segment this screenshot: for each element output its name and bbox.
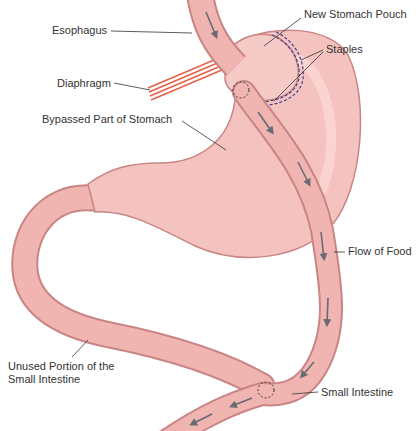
esophagus [200,0,236,66]
part-label: New Stomach Pouch [304,8,407,21]
part-label: Unused Portion of the Small Intestine [8,360,128,386]
part-label: Staples [326,43,363,56]
part-label: Flow of Food [348,245,412,258]
part-label: Bypassed Part of Stomach [42,113,172,126]
flow-arrows [192,12,328,424]
roux-limb [160,92,331,431]
esophagus-outline [200,0,236,66]
part-label: Small Intestine [321,386,393,399]
anastomosis-mark [258,382,274,398]
roux-limb-outline [160,92,331,431]
anastomosis-mark [233,82,249,98]
part-label: Diaphragm [57,77,111,90]
leader-lines [72,18,345,394]
part-label: Esophagus [52,24,107,37]
